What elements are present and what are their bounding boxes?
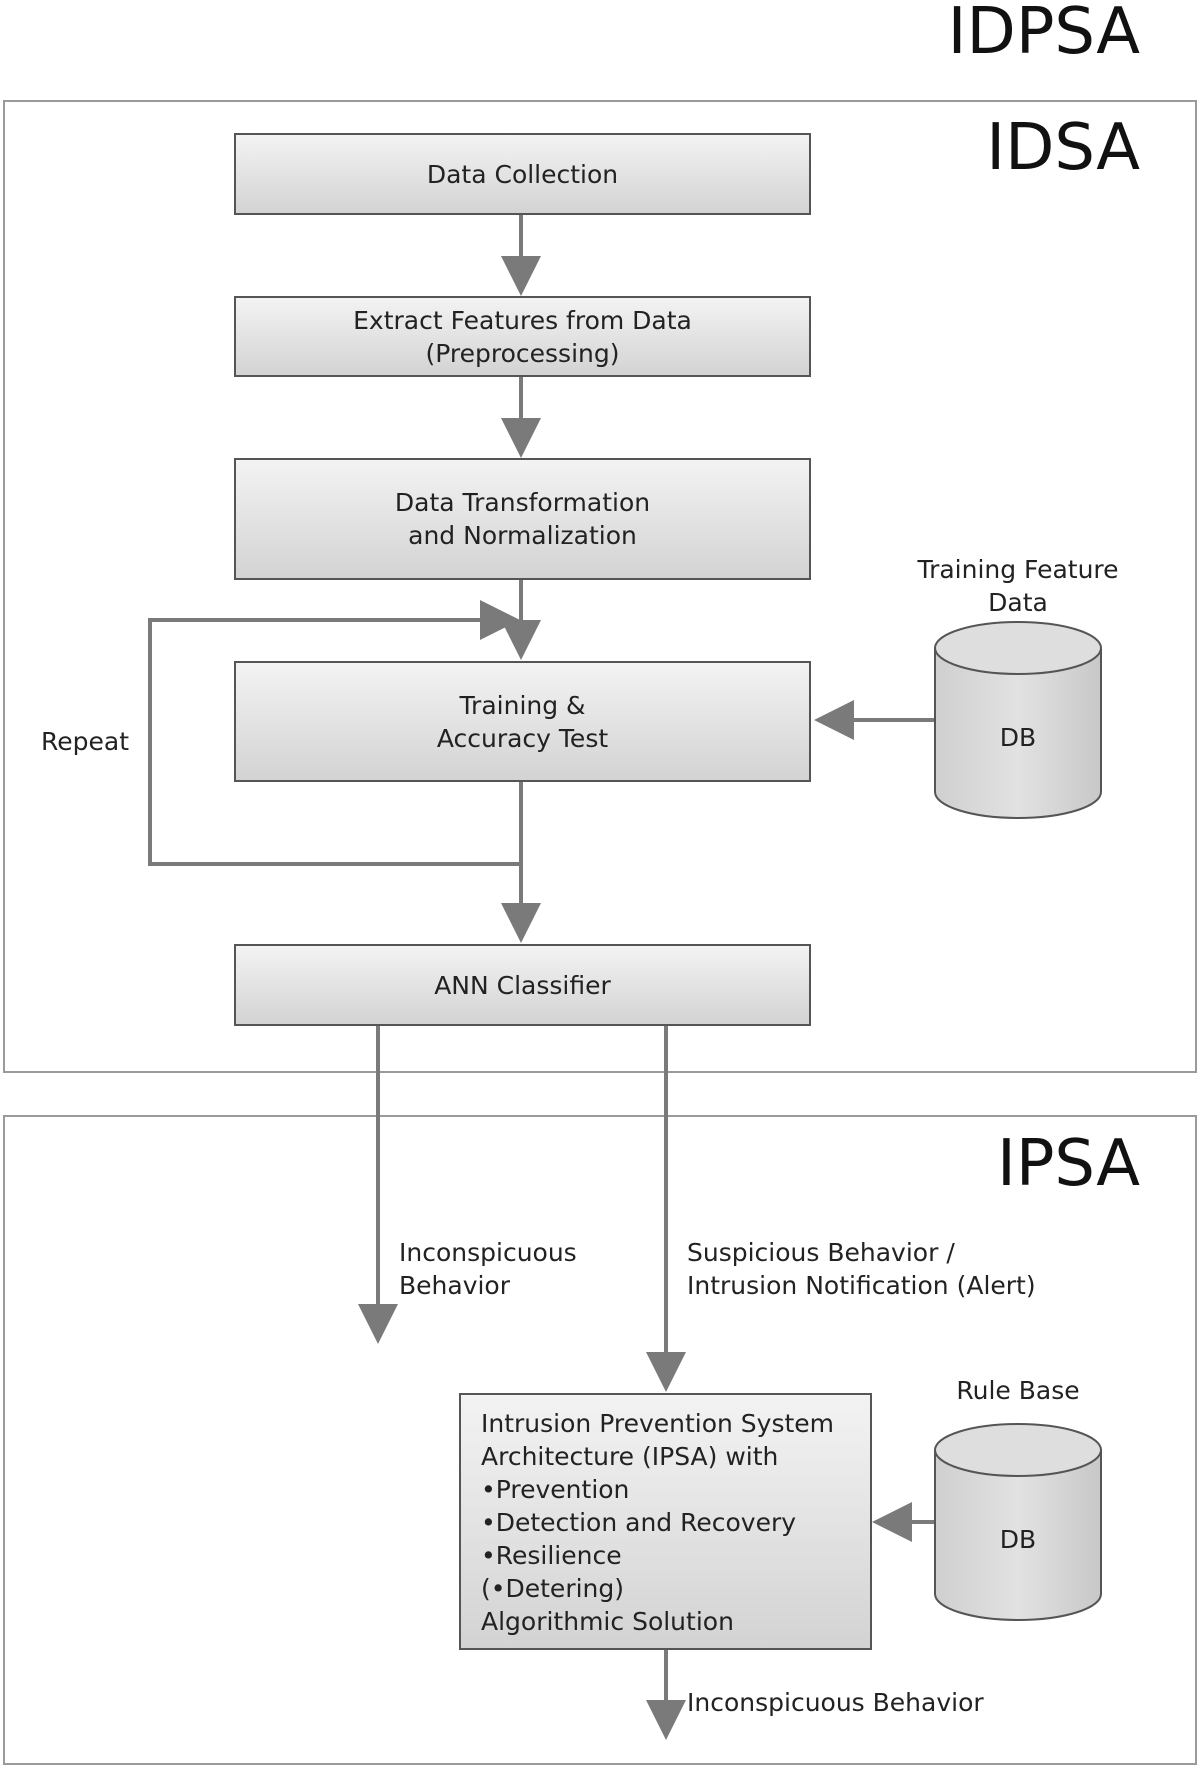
final-inconspicuous-label: Inconspicuous Behavior xyxy=(687,1688,984,1717)
rule-base-db-cylinder: DB xyxy=(934,1423,1102,1621)
training-line2: Accuracy Test xyxy=(436,723,609,753)
db-label: DB xyxy=(1000,1525,1036,1554)
suspicious-line2: Intrusion Notification (Alert) xyxy=(687,1271,1036,1300)
ipsa-line5: •Resilience xyxy=(481,1541,622,1570)
ipsa-box: Intrusion Prevention System Architecture… xyxy=(459,1393,872,1650)
ipsa-title: IPSA xyxy=(996,1127,1140,1201)
diagram-title-idpsa: IDPSA xyxy=(947,0,1140,69)
ipsa-line4: •Detection and Recovery xyxy=(481,1508,797,1537)
training-db-cylinder: DB xyxy=(934,621,1102,819)
suspicious-label: Suspicious Behavior / Intrusion Notifica… xyxy=(687,1236,1036,1302)
inconspicuous-label: Inconspicuous Behavior xyxy=(399,1236,577,1302)
suspicious-line1: Suspicious Behavior / xyxy=(687,1238,955,1267)
repeat-label: Repeat xyxy=(41,727,130,756)
ipsa-line6: (•Detering) xyxy=(481,1574,625,1603)
idsa-frame xyxy=(3,100,1197,1073)
ipsa-frame xyxy=(3,1115,1197,1765)
data-transformation-box: Data Transformation and Normalization xyxy=(234,458,811,580)
extract-features-box: Extract Features from Data (Preprocessin… xyxy=(234,296,811,377)
extract-features-line2: (Preprocessing) xyxy=(425,338,620,368)
rule-base-caption: Rule Base xyxy=(956,1376,1080,1405)
db-label: DB xyxy=(1000,723,1036,752)
ann-classifier-box: ANN Classifier xyxy=(234,944,811,1026)
idsa-title: IDSA xyxy=(986,111,1140,185)
training-db-caption: Training Feature Data xyxy=(898,553,1138,619)
inconspicuous-line2: Behavior xyxy=(399,1271,511,1300)
extract-features-line1: Extract Features from Data xyxy=(353,305,692,335)
training-accuracy-box: Training & Accuracy Test xyxy=(234,661,811,782)
repeat-loop xyxy=(148,600,521,866)
data-collection-label: Data Collection xyxy=(426,159,619,189)
inconspicuous-line1: Inconspicuous xyxy=(399,1238,577,1267)
ipsa-line1: Intrusion Prevention System xyxy=(481,1409,835,1438)
ann-classifier-label: ANN Classifier xyxy=(434,970,611,1000)
ipsa-line7: Algorithmic Solution xyxy=(481,1607,734,1636)
ipsa-line2: Architecture (IPSA) with xyxy=(481,1442,779,1471)
data-transformation-line1: Data Transformation xyxy=(394,488,651,517)
ipsa-line3: •Prevention xyxy=(481,1475,630,1504)
training-db-caption-line1: Training Feature xyxy=(917,555,1119,584)
data-collection-box: Data Collection xyxy=(234,133,811,215)
training-db-caption-line2: Data xyxy=(988,588,1048,617)
training-line1: Training & xyxy=(459,690,586,720)
data-transformation-line2: and Normalization xyxy=(408,521,637,550)
